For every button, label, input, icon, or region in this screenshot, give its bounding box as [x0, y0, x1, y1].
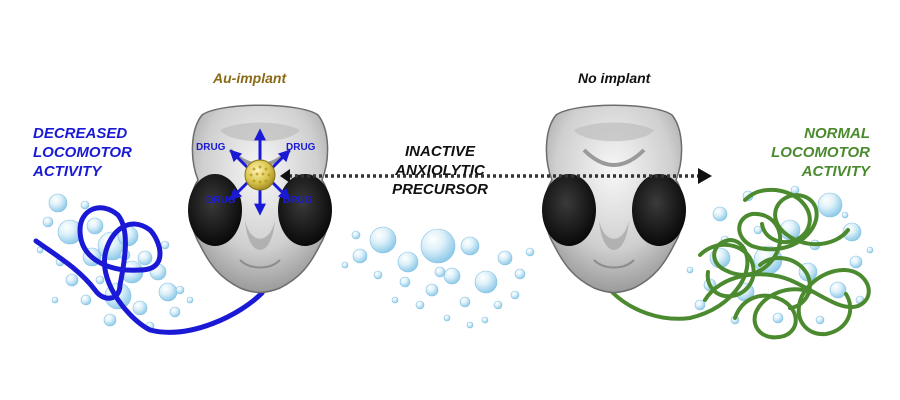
no-implant-label: No implant: [578, 70, 651, 86]
drug-label-top-right: DRUG: [286, 142, 316, 153]
precursor-line-2: ANXIOLYTIC: [395, 162, 485, 179]
drug-label-top-left: DRUG: [196, 142, 226, 153]
drug-label-bottom-right: DRUG: [283, 195, 313, 206]
bubble: [415, 300, 425, 310]
bubble: [525, 247, 535, 257]
bubble: [466, 321, 474, 329]
bubble: [481, 316, 489, 324]
bubble: [341, 261, 349, 269]
bubble: [493, 300, 503, 310]
dotted-arrow-icon: [280, 168, 712, 184]
decreased-line-3: ACTIVITY: [33, 163, 102, 180]
bubble: [443, 314, 451, 322]
normal-activity-label: NORMAL LOCOMOTOR ACTIVITY: [771, 124, 870, 181]
bubble: [420, 228, 456, 264]
precursor-label: INACTIVE ANXIOLYTIC PRECURSOR: [370, 142, 510, 199]
bubble: [137, 250, 153, 266]
bubble: [497, 250, 513, 266]
bubble: [80, 200, 90, 210]
bubble: [48, 193, 68, 213]
normal-activity-trajectory: [610, 187, 871, 340]
bubble: [443, 267, 461, 285]
bubble: [369, 226, 397, 254]
bubble: [866, 246, 874, 254]
bubble: [686, 266, 694, 274]
bubble: [391, 296, 399, 304]
larva-head-icon: [542, 104, 686, 294]
bubble: [817, 192, 843, 218]
precursor-line-1: INACTIVE: [404, 143, 475, 160]
bubble: [510, 290, 520, 300]
bubble: [42, 216, 54, 228]
bubble: [842, 222, 862, 242]
bubble: [352, 248, 368, 264]
bubble: [841, 211, 849, 219]
bubble: [86, 217, 104, 235]
bubble: [132, 300, 148, 316]
bubble: [694, 299, 706, 311]
bubble: [397, 251, 419, 273]
bubble: [36, 246, 44, 254]
bubble: [514, 268, 526, 280]
bubble: [186, 296, 194, 304]
bubble: [103, 313, 117, 327]
bubble: [815, 315, 825, 325]
normal-line-1: NORMAL: [804, 125, 870, 142]
bubble: [373, 270, 383, 280]
bubble: [474, 270, 498, 294]
bubble: [169, 306, 181, 318]
normal-line-2: LOCOMOTOR: [771, 144, 870, 161]
drug-release-arrows: [229, 128, 291, 216]
bubble: [772, 312, 784, 324]
bubble: [351, 230, 361, 240]
bubble: [158, 282, 178, 302]
decreased-activity-trajectory: [33, 205, 265, 335]
bubble: [712, 206, 728, 222]
normal-line-3: ACTIVITY: [801, 163, 870, 180]
bubble: [95, 275, 105, 285]
bubbles-center: [341, 226, 535, 329]
gold-nanoparticle-icon: [244, 159, 276, 191]
bubble: [80, 294, 92, 306]
precursor-line-3: PRECURSOR: [392, 181, 488, 198]
decreased-line-1: DECREASED: [33, 125, 128, 142]
decreased-line-2: LOCOMOTOR: [33, 144, 132, 161]
bubble: [829, 281, 847, 299]
bubble: [175, 285, 185, 295]
bubble: [425, 283, 439, 297]
bubble: [434, 266, 446, 278]
drug-label-bottom-left: DRUG: [206, 195, 236, 206]
bubble: [160, 240, 170, 250]
bubble: [65, 273, 79, 287]
bubble: [399, 276, 411, 288]
decreased-activity-label: DECREASED LOCOMOTOR ACTIVITY: [33, 124, 132, 181]
bubble: [51, 296, 59, 304]
bubble: [460, 236, 480, 256]
bubble: [849, 255, 863, 269]
au-implant-label: Au-implant: [213, 70, 287, 86]
bubble: [459, 296, 471, 308]
